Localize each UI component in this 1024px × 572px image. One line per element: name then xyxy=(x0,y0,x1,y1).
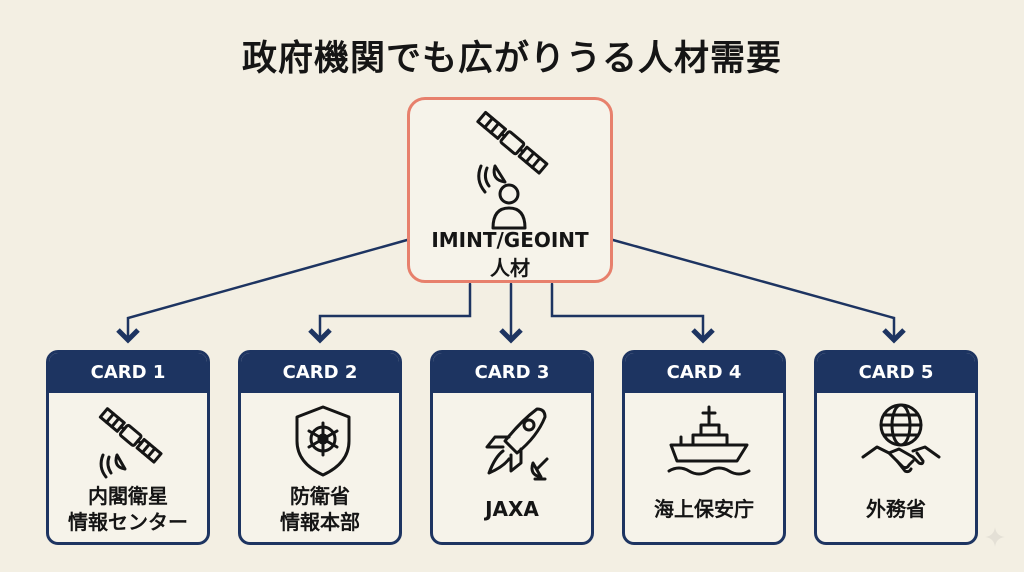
center-label-line1: IMINT/GEOINT xyxy=(431,228,589,252)
card-1-header: CARD 1 xyxy=(49,353,207,393)
card-5-label-line1: 外務省 xyxy=(866,497,926,521)
globe-handshake-icon xyxy=(861,403,941,474)
sparkle-icon xyxy=(985,527,1005,547)
card-3-header: CARD 3 xyxy=(433,353,591,393)
satellite-person-icon xyxy=(476,110,549,230)
center-label-line2: 人材 xyxy=(490,256,530,280)
card-2: CARD 2 防衛省 情報本部 xyxy=(238,350,402,545)
card-2-label-line2: 情報本部 xyxy=(280,510,360,534)
center-node: IMINT/GEOINT 人材 xyxy=(407,97,613,283)
card-2-header: CARD 2 xyxy=(241,353,399,393)
card-1-label-line2: 情報センター xyxy=(68,510,188,534)
card-3: CARD 3 JAXA xyxy=(430,350,594,545)
connector-to-card-5 xyxy=(611,238,906,344)
card-4-label-line1: 海上保安庁 xyxy=(654,497,754,521)
card-4: CARD 4 海上保安庁 xyxy=(622,350,786,545)
connector-to-card-1 xyxy=(116,238,409,344)
card-5-header: CARD 5 xyxy=(817,353,975,393)
connector-to-card-2 xyxy=(308,282,472,344)
page-title: 政府機関でも広がりうる人材需要 xyxy=(241,39,782,79)
satellite-icon xyxy=(98,407,163,479)
connector-to-card-4 xyxy=(550,282,715,344)
card-5: CARD 5 外務省 xyxy=(814,350,978,545)
card-2-label-line1: 防衛省 xyxy=(290,484,350,508)
card-1-label-line1: 内閣衛星 xyxy=(88,484,168,508)
card-1: CARD 1 内閣衛星 情報センター xyxy=(46,350,210,545)
card-3-label-line1: JAXA xyxy=(485,497,539,521)
rocket-dish-icon xyxy=(485,407,549,481)
shield-emblem-icon xyxy=(295,405,351,477)
ship-icon xyxy=(667,405,751,476)
card-4-header: CARD 4 xyxy=(625,353,783,393)
